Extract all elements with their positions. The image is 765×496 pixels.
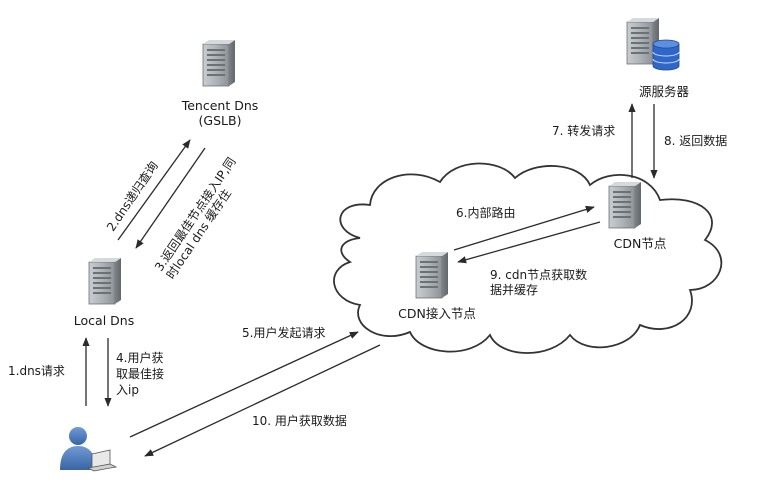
- cdn-node-server-icon: [608, 181, 642, 229]
- arrow-step9: [457, 221, 601, 264]
- arrow-step2: [117, 139, 191, 241]
- cloud-shape: [333, 162, 723, 354]
- arrow-step10: [144, 344, 381, 457]
- arrow-step6: [453, 205, 595, 251]
- local-dns-server-icon: [88, 257, 122, 305]
- database-icon: [652, 39, 680, 71]
- user-icon: [60, 427, 96, 470]
- arrow-step3: [135, 147, 206, 249]
- cdn-access-node-server-icon: [415, 251, 449, 299]
- arrow-step5: [129, 331, 359, 438]
- tencent-dns-server-icon: [202, 39, 236, 87]
- laptop-icon: [86, 449, 118, 472]
